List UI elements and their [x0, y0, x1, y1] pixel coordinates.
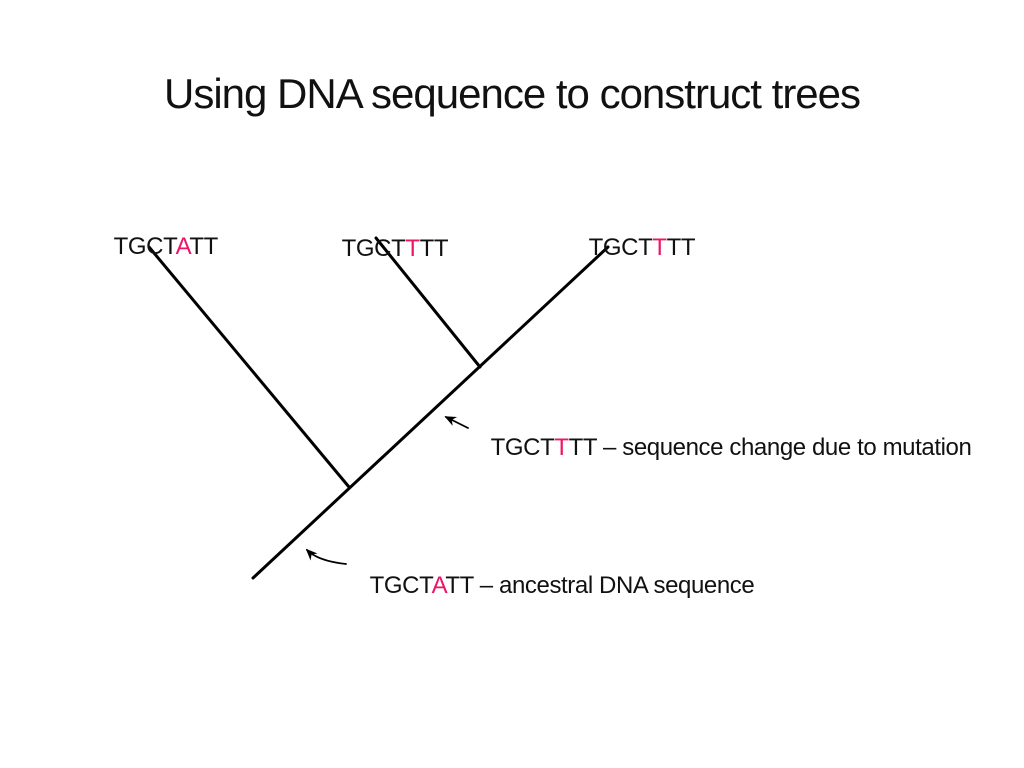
mutation-annotation-arrow [444, 416, 469, 429]
mutated-base: T [405, 235, 420, 262]
sequence-prefix: TGCT [341, 235, 406, 262]
annotation-note: – ancestral DNA sequence [473, 572, 755, 599]
mutated-base: T [554, 434, 569, 461]
tree-branch-main-ancestral [251, 245, 610, 580]
ancestral-annotation-arrow [305, 548, 347, 565]
sequence-suffix: TT [189, 233, 218, 260]
sequence-suffix: TT [666, 234, 696, 261]
sequence-suffix: TT [419, 235, 449, 262]
ancestral-annotation: TGCTATT – ancestral DNA sequence [345, 544, 755, 628]
mutated-base: A [175, 233, 190, 260]
mutation-annotation: TGCTTTT – sequence change due to mutatio… [466, 406, 972, 490]
tip-sequence-3: TGCTTTT [564, 206, 696, 290]
mutated-base: A [431, 572, 446, 599]
annotation-note: – sequence change due to mutation [596, 434, 972, 461]
slide-title: Using DNA sequence to construct trees [163, 70, 861, 117]
sequence-suffix: TT [445, 572, 474, 599]
sequence-prefix: TGCT [369, 572, 432, 599]
tip-sequence-1: TGCTATT [89, 205, 219, 289]
sequence-suffix: TT [568, 434, 597, 461]
tree-branch-middle-tip [374, 236, 482, 369]
sequence-prefix: TGCT [113, 233, 176, 260]
sequence-prefix: TGCT [588, 234, 653, 261]
tip-sequence-2: TGCTTTT [317, 207, 449, 291]
sequence-prefix: TGCT [490, 434, 555, 461]
tree-branch-left-tip [147, 245, 351, 489]
mutated-base: T [652, 234, 667, 261]
